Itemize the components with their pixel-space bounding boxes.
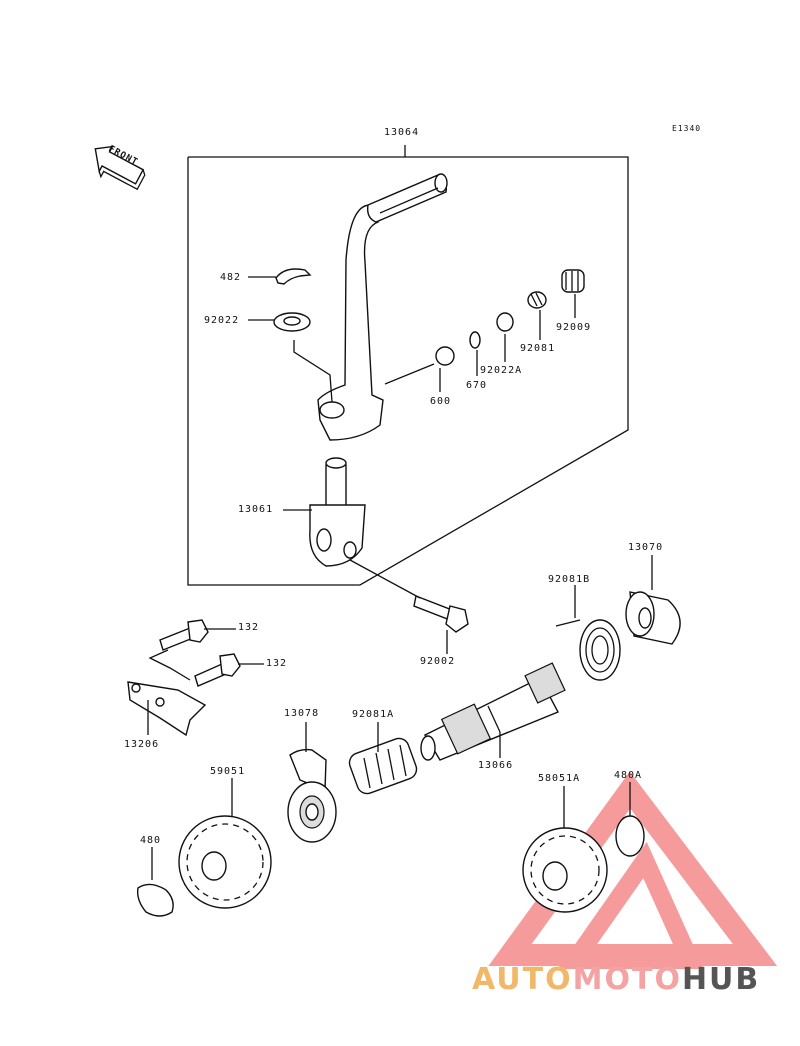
washer-92022A (496, 312, 514, 332)
diagram-code: E1340 (672, 124, 702, 133)
guide-plate-13206 (127, 681, 207, 737)
circlip-480A (615, 815, 645, 857)
watermark-part2: MOTO (572, 962, 682, 997)
label-670: 670 (466, 380, 488, 391)
circlip-480 (136, 883, 174, 917)
label-13064: 13064 (384, 127, 420, 138)
bolt-132-upper (159, 619, 209, 651)
label-132-upper: 132 (238, 622, 260, 633)
label-92009: 92009 (556, 322, 592, 333)
label-480A: 480A (614, 770, 643, 781)
spring-92081A (348, 737, 418, 795)
assembly-box (187, 156, 629, 586)
label-92081B: 92081B (548, 574, 591, 585)
ball-600 (435, 346, 455, 366)
label-13070: 13070 (628, 542, 664, 553)
watermark-part1: AUTO (472, 962, 573, 997)
bolt-132-lower (194, 653, 241, 687)
label-13206: 13206 (124, 739, 160, 750)
label-13078: 13078 (284, 708, 320, 719)
kick-pedal-lever (317, 173, 448, 441)
label-92081: 92081 (520, 343, 556, 354)
kick-arm-13061 (309, 457, 366, 567)
gear-58051A (522, 827, 608, 913)
label-13061: 13061 (238, 504, 274, 515)
front-arrow-icon (94, 145, 146, 191)
spring-92081 (527, 291, 547, 309)
watermark-text: AUTOMOTOHUB (472, 962, 760, 998)
spring-92081B (555, 619, 621, 681)
label-92022A: 92022A (480, 365, 523, 376)
label-59051: 59051 (210, 766, 246, 777)
label-58051A: 58051A (538, 773, 581, 784)
label-600: 600 (430, 396, 452, 407)
collar-13070 (625, 591, 681, 645)
label-132-lower: 132 (266, 658, 288, 669)
label-13066: 13066 (478, 760, 514, 771)
watermark-part3: HUB (681, 962, 761, 997)
washer-92022 (273, 312, 311, 332)
ring-670 (469, 331, 481, 349)
label-480: 480 (140, 835, 162, 846)
label-92002: 92002 (420, 656, 456, 667)
gear-59051 (178, 815, 272, 909)
label-482: 482 (220, 272, 242, 283)
circlip-482 (275, 268, 312, 285)
spring-92009 (561, 269, 585, 293)
label-92022: 92022 (204, 315, 240, 326)
kick-shaft-13066 (420, 662, 566, 761)
leader-lines (147, 276, 653, 880)
ratchet-13078 (287, 748, 337, 843)
bolt-92002 (413, 595, 469, 633)
label-92081A: 92081A (352, 709, 395, 720)
